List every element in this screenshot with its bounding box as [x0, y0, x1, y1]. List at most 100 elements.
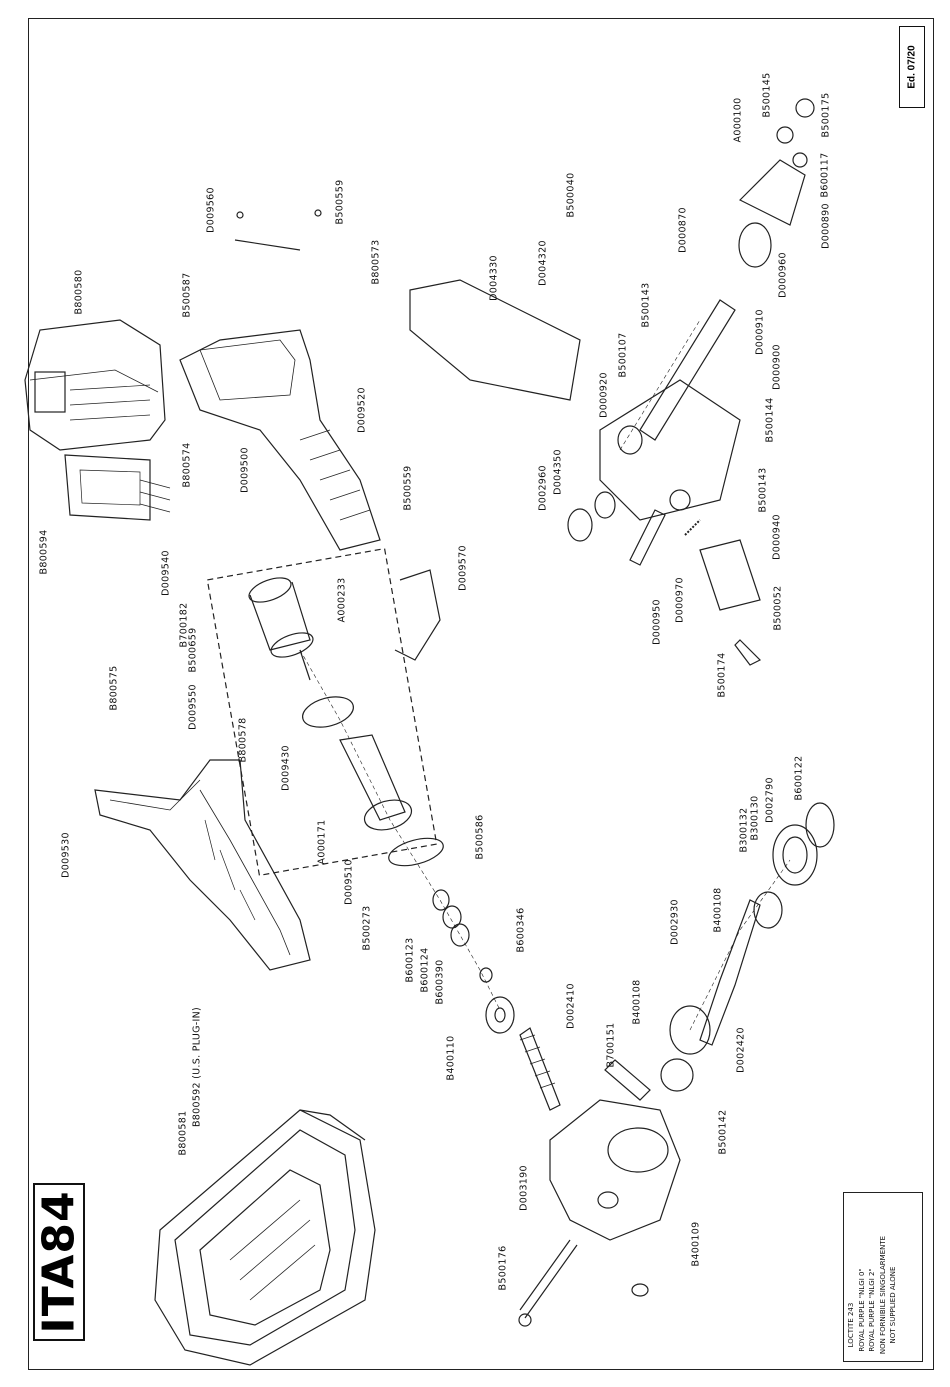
legend-not-supplied-en: NOT SUPPLIED ALONE — [889, 1266, 897, 1344]
part-label: D009560 — [205, 187, 217, 233]
bolt — [734, 639, 762, 666]
spring — [684, 519, 701, 536]
part-label: D009540 — [160, 550, 172, 596]
part-label: D000920 — [598, 372, 610, 418]
title-box — [33, 1183, 85, 1341]
part-label: B400110 — [445, 1035, 457, 1081]
part-label: D000910 — [754, 309, 766, 355]
part-label: B500559 — [334, 179, 346, 225]
part-label: B800592 (U.S. PLUG-IN) — [191, 1006, 203, 1128]
part-label: B600122 — [793, 755, 805, 801]
part-label: D004350 — [552, 449, 564, 495]
part-label: B800580 — [73, 269, 85, 315]
legend-royal-purple-0: ROYAL PURPLE "NLGI 0" — [858, 1268, 866, 1352]
part-label: A000171 — [316, 819, 328, 865]
part-label: B300132 — [738, 807, 750, 853]
pin — [604, 1059, 651, 1101]
part-label: D009520 — [356, 387, 368, 433]
part-label: D002410 — [565, 983, 577, 1029]
part-label: D002420 — [735, 1027, 747, 1073]
part-label: B500143 — [757, 467, 769, 513]
roller — [594, 491, 616, 519]
part-label: D009500 — [239, 447, 251, 493]
washer — [776, 126, 794, 144]
part-label: D002960 — [537, 465, 549, 511]
part-label: B800574 — [181, 442, 193, 488]
assembly-lines — [299, 319, 791, 1031]
part-label: B500052 — [772, 585, 784, 631]
part-label: D000960 — [777, 252, 789, 298]
part-label: B800575 — [108, 665, 120, 711]
part-label: D009530 — [60, 832, 72, 878]
part-label: B400108 — [631, 979, 643, 1025]
part-label: D009550 — [187, 684, 199, 730]
legend-not-supplied-it: NON FORNIBILE SINGOLARMENTE — [879, 1235, 887, 1355]
battery-pack — [24, 319, 166, 451]
part-label: B600117 — [819, 152, 831, 198]
part-label: D004330 — [488, 255, 500, 301]
edition-box — [899, 26, 925, 108]
part-label: B500144 — [764, 397, 776, 443]
part-label: D000900 — [771, 344, 783, 390]
guard-plate — [409, 279, 581, 401]
part-label: D000890 — [820, 203, 832, 249]
drawing-title: ITA84 — [33, 1190, 85, 1334]
screw — [519, 1239, 578, 1319]
part-label: B700151 — [605, 1022, 617, 1068]
part-label: D000950 — [651, 599, 663, 645]
part-label: B500587 — [181, 272, 193, 318]
part-label: B600390 — [434, 959, 446, 1005]
part-label: B500142 — [717, 1109, 729, 1155]
handle-cover — [394, 569, 441, 661]
part-label: B800581 — [177, 1110, 189, 1156]
sheet-border — [28, 18, 934, 1370]
part-label: B500143 — [640, 282, 652, 328]
part-label: B500145 — [761, 72, 773, 118]
pivot-pin — [629, 509, 666, 566]
head-bracket — [738, 159, 806, 226]
nut — [795, 98, 815, 118]
cutter-gear — [738, 222, 772, 268]
part-label: D009570 — [457, 545, 469, 591]
housing-left-half — [94, 759, 311, 971]
legend-loctite: LOCTITE 243 — [847, 1302, 855, 1348]
part-label: B500176 — [497, 1245, 509, 1291]
part-label: B500040 — [565, 172, 577, 218]
part-label: B500273 — [361, 905, 373, 951]
housing-right-half — [179, 209, 381, 551]
part-label: D000940 — [771, 514, 783, 560]
part-label: B600346 — [515, 907, 527, 953]
bushing-upper — [792, 152, 808, 168]
part-label: B500559 — [402, 465, 414, 511]
gear-housing — [549, 1099, 681, 1241]
part-label: D000970 — [674, 577, 686, 623]
part-label: B800578 — [237, 717, 249, 763]
part-label: B500174 — [716, 652, 728, 698]
legend-box — [843, 1192, 923, 1362]
part-label: D003190 — [518, 1165, 530, 1211]
part-label: D002790 — [764, 777, 776, 823]
motor — [248, 577, 314, 681]
part-label: D009430 — [280, 745, 292, 791]
legend-royal-purple-2: ROYAL PURPLE "NLGI 2" — [868, 1268, 876, 1352]
output-shaft — [660, 802, 835, 1092]
part-label: B500659 — [187, 627, 199, 673]
worm-shaft — [485, 996, 561, 1111]
pcb-board — [64, 454, 171, 521]
part-label: B500107 — [617, 332, 629, 378]
part-label: B500586 — [474, 814, 486, 860]
cutter-shaft — [639, 299, 736, 441]
part-label: A000233 — [336, 577, 348, 623]
part-label: B400108 — [712, 887, 724, 933]
part-label: B600124 — [419, 947, 431, 993]
part-label: B400109 — [690, 1221, 702, 1267]
edition-label: Ed. 07/20 — [906, 45, 918, 89]
part-label: B600123 — [404, 937, 416, 983]
part-label: D009510 — [343, 859, 355, 905]
part-label: A000100 — [732, 97, 744, 143]
part-label: B500175 — [820, 92, 832, 138]
cam — [567, 508, 593, 542]
planetary-gearbox — [302, 696, 444, 867]
